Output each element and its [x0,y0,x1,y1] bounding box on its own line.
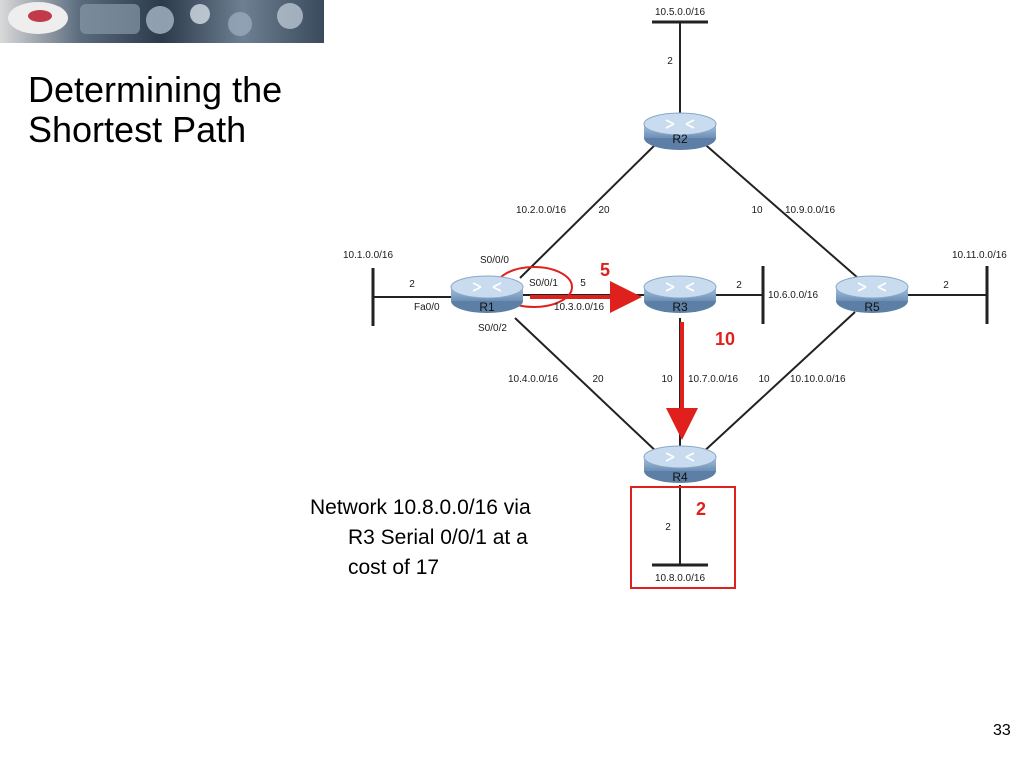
slide-title-line-2: Shortest Path [28,109,247,150]
cost-label-net1: 2 [409,279,415,290]
link-r1-r2 [519,139,661,279]
router-r5[interactable]: R5 [835,275,909,314]
route-caption: Network 10.8.0.0/16 via R3 Serial 0/0/1 … [310,493,600,583]
header-banner-image [0,0,324,43]
page-number: 33 [993,722,1011,739]
cost-label-net4: 20 [592,374,604,385]
cost-label-net10: 10 [758,374,770,385]
network-label-10-6: 10.6.0.0/16 [768,290,818,301]
interface-label-s000: S0/0/0 [480,255,509,266]
cost-label-net8: 2 [665,522,671,533]
router-r2[interactable]: R2 [643,112,717,150]
cost-label-net7: 10 [661,374,673,385]
highlight-cost-r4-net: 2 [696,499,706,519]
cost-label-net9: 10 [751,205,763,216]
network-label-10-10: 10.10.0.0/16 [790,374,846,385]
network-label-10-3: 10.3.0.0/16 [554,302,604,313]
interface-label-s002: S0/0/2 [478,323,507,334]
highlight-cost-r3-r4: 10 [715,329,735,349]
network-label-10-5: 10.5.0.0/16 [655,7,705,18]
link-r5-r4 [699,311,856,456]
destination-network-highlight-box [630,486,736,589]
router-icon [665,452,695,462]
router-r4[interactable]: R4 [643,445,717,484]
shortest-path-arrows [530,281,698,440]
router-r3[interactable]: R3 [643,275,717,314]
router-label-r2: R2 [672,132,688,146]
network-label-10-9: 10.9.0.0/16 [785,205,835,216]
network-segments [371,20,989,567]
slide-title: Determining the Shortest Path [28,70,282,150]
router-icon [665,282,695,292]
network-label-10-11: 10.11.0.0/16 [952,250,1007,261]
cost-label-net6: 2 [736,280,742,291]
router-icon [472,282,502,292]
network-label-10-4: 10.4.0.0/16 [508,374,558,385]
cost-label-net2: 20 [598,205,610,216]
router-label-r4: R4 [672,470,688,484]
link-r1-r4 [514,317,661,456]
cost-label-net11: 2 [943,280,949,291]
router-icon [665,119,695,129]
caption-line-3: cost of 17 [348,556,440,579]
network-label-10-1: 10.1.0.0/16 [343,250,393,261]
cost-label-net5: 2 [667,56,673,67]
slide-title-line-1: Determining the [28,69,283,110]
network-label-10-8: 10.8.0.0/16 [655,573,705,584]
caption-line-2: R3 Serial 0/0/1 at a [348,526,528,549]
router-icon [857,282,887,292]
highlight-cost-r1-r3: 5 [600,260,610,280]
network-label-10-2: 10.2.0.0/16 [516,205,566,216]
router-r1[interactable]: R1 [450,275,524,314]
router-label-r3: R3 [672,300,688,314]
caption-line-1: Network 10.8.0.0/16 via [310,496,531,519]
router-label-r1: R1 [479,300,495,314]
router-label-r5: R5 [864,300,880,314]
interface-label-fa00: Fa0/0 [414,302,440,313]
cost-label-net3: 5 [580,278,586,289]
network-label-10-7: 10.7.0.0/16 [688,374,738,385]
link-r2-r5 [699,139,859,279]
interface-label-s001: S0/0/1 [529,278,558,289]
